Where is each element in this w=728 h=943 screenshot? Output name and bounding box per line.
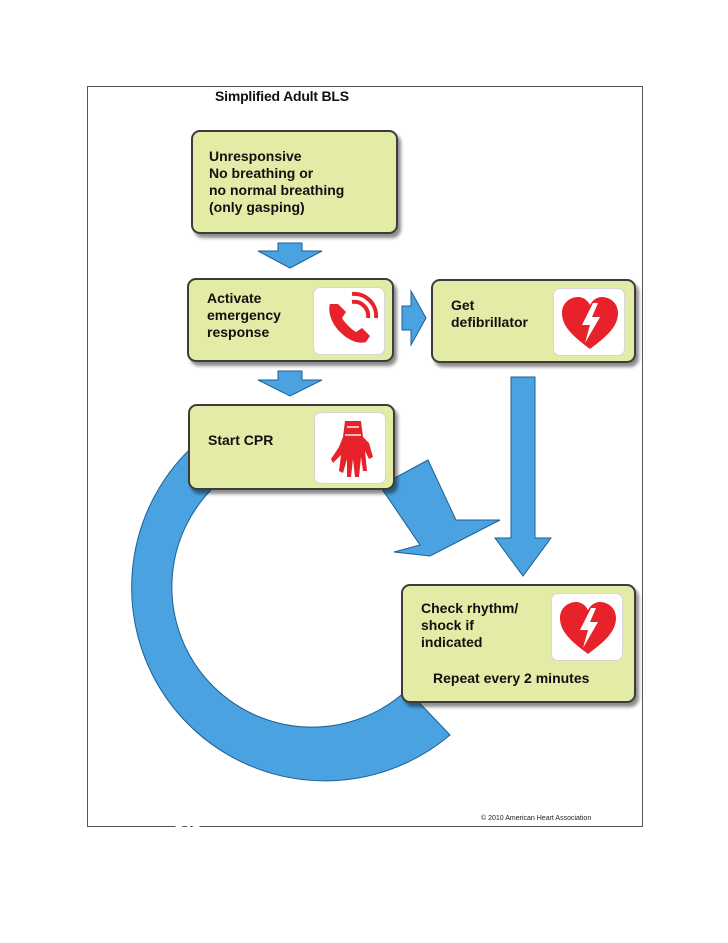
step-cpr: Start CPR — [188, 404, 395, 490]
step-check-rhythm: Check rhythm/ shock if indicated Repeat … — [401, 584, 636, 703]
phone-icon — [313, 287, 385, 355]
repeat-text: Repeat every 2 minutes — [433, 670, 590, 686]
copyright-notice: © 2010 American Heart Association — [481, 815, 592, 822]
heart-lightning-icon — [551, 593, 623, 661]
diagram-title: Simplified Adult BLS — [215, 88, 349, 104]
heart-lightning-icon — [553, 288, 625, 356]
step-check-text: Check rhythm/ shock if indicated — [421, 600, 519, 650]
step-activate-text: Activate emergency response — [207, 290, 281, 340]
step-cpr-text: Start CPR — [208, 432, 274, 448]
step-defibrillator-text: Get defibrillator — [451, 297, 529, 330]
hands-icon — [314, 412, 386, 484]
step-unresponsive-text: Unresponsive No breathing or no normal b… — [209, 148, 345, 215]
step-unresponsive: Unresponsive No breathing or no normal b… — [191, 130, 398, 234]
step-defibrillator: Get defibrillator — [431, 279, 636, 363]
cpr-loop-arc — [131, 439, 451, 782]
step-activate: Activate emergency response — [187, 278, 394, 362]
arrow-down-long — [494, 376, 552, 577]
arrow-down-2 — [257, 370, 323, 397]
cpr-to-check-arrow — [379, 459, 501, 557]
arrow-right — [401, 289, 427, 347]
arrow-down-1 — [257, 242, 323, 269]
